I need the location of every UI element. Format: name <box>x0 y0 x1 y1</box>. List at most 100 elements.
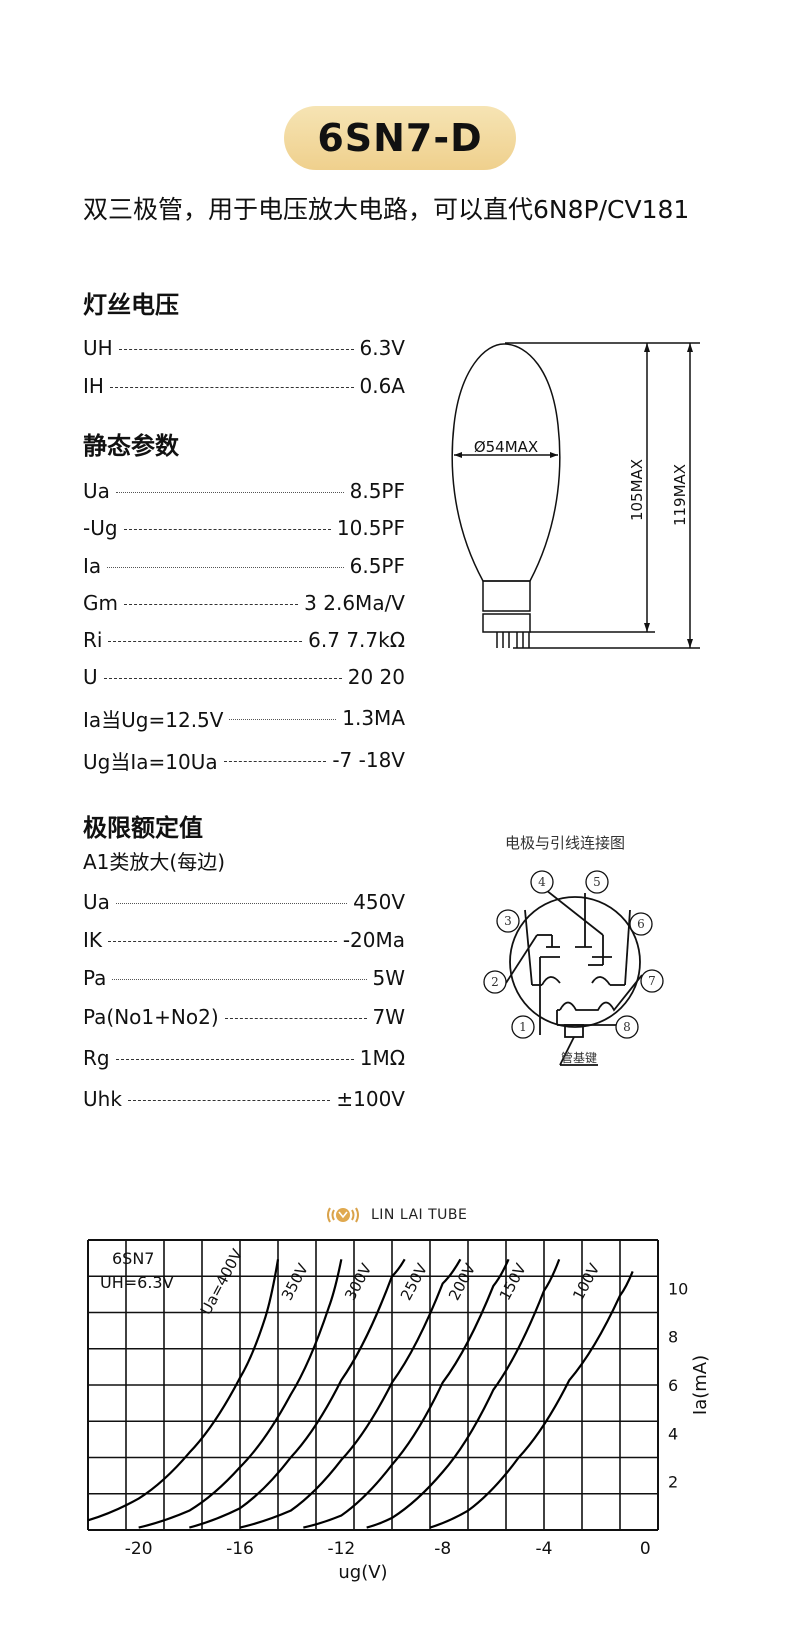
spec-row-ia-at-ug: Ia当Ug=12.5V 1.3MA <box>83 704 405 732</box>
x-tick-label: -20 <box>125 1539 153 1559</box>
pin-label: 4 <box>538 875 546 889</box>
spec-label: Pa(No1+No2) <box>83 1005 219 1029</box>
y-tick-label: 6 <box>668 1376 678 1395</box>
diameter-label: Ø54MAX <box>474 438 538 456</box>
spec-label: Rg <box>83 1046 110 1070</box>
chart-annotation: UH=6.3V <box>100 1273 174 1292</box>
pin-label: 8 <box>623 1020 631 1034</box>
leader-line <box>115 1058 354 1060</box>
leader-line <box>224 1017 367 1019</box>
x-axis-label: ug(V) <box>338 1562 387 1583</box>
section-title-limits: 极限额定值 <box>83 814 203 842</box>
spec-value: 450V <box>353 890 405 914</box>
spec-label: -Ug <box>83 516 118 540</box>
spec-label: Ia当Ug=12.5V <box>83 707 224 732</box>
curve-label: 200V <box>445 1260 479 1303</box>
spec-label: Ri <box>83 628 103 652</box>
brand-name: LIN LAI TUBE <box>371 1207 468 1223</box>
spec-value: 20 20 <box>347 665 405 689</box>
spec-label: IK <box>83 928 103 952</box>
section-title-filament: 灯丝电压 <box>83 291 179 319</box>
model-title-badge: 6SN7-D <box>284 106 516 170</box>
spec-value: 6.3V <box>359 336 406 360</box>
spec-value: 6.7 7.7kΩ <box>308 628 405 652</box>
pin-label: 5 <box>593 875 601 889</box>
spec-value: -20Ma <box>342 928 405 952</box>
y-tick-label: 8 <box>668 1328 678 1347</box>
pin-diagram-caption: 电极与引线连接图 <box>505 834 626 852</box>
curve-label: 350V <box>278 1260 312 1303</box>
spec-row-u: U 20 20 <box>83 663 405 691</box>
curve-300v <box>189 1258 406 1529</box>
curve-label: 150V <box>496 1260 530 1303</box>
spec-value: 0.6A <box>359 374 406 398</box>
leader-line <box>109 386 354 388</box>
spec-label: Pa <box>83 966 107 990</box>
total-height-label: 119MAX <box>671 464 689 526</box>
pin-label: 2 <box>491 975 499 989</box>
spec-row-pa-total: Pa(No1+No2) 7W <box>83 1003 405 1031</box>
leader-line <box>107 566 344 568</box>
spec-row-rg: Rg 1MΩ <box>83 1044 405 1072</box>
spec-value: 10.5PF <box>336 516 405 540</box>
spec-row-ug: -Ug 10.5PF <box>83 514 405 542</box>
leader-line <box>108 940 337 942</box>
spec-value: ±100V <box>336 1087 405 1111</box>
spec-label: UH <box>83 336 113 360</box>
curve-250v <box>239 1258 462 1529</box>
leader-line <box>123 528 331 530</box>
spec-value: 5W <box>372 966 406 990</box>
spec-label: Uhk <box>83 1087 122 1111</box>
spec-label: Ua <box>83 890 110 914</box>
leader-line <box>229 718 337 720</box>
curve-label: 100V <box>569 1260 603 1303</box>
leader-line <box>115 902 348 904</box>
spec-value: -7 -18V <box>332 748 405 772</box>
curve-150v <box>366 1258 561 1529</box>
spec-row-ua-max: Ua 450V <box>83 888 405 916</box>
spec-label: Ia <box>83 554 102 578</box>
y-tick-label: 4 <box>668 1424 678 1443</box>
spec-value: 7W <box>372 1005 406 1029</box>
leader-line <box>123 603 299 605</box>
brand-logo-icon <box>327 1207 359 1223</box>
x-tick-label: -4 <box>536 1539 553 1559</box>
x-tick-label: -12 <box>327 1539 355 1559</box>
spec-row-ua: Ua 8.5PF <box>83 477 405 505</box>
spec-row-ri: Ri 6.7 7.7kΩ <box>83 626 405 654</box>
spec-label: Gm <box>83 591 118 615</box>
spec-label: U <box>83 665 98 689</box>
brand-logo: LIN LAI TUBE <box>325 1205 467 1225</box>
model-title: 6SN7-D <box>317 116 483 160</box>
spec-label: Ua <box>83 479 110 503</box>
curve-350v <box>138 1259 343 1529</box>
pin-label: 7 <box>648 974 656 988</box>
leader-line <box>223 760 327 762</box>
spec-row-ia: Ia 6.5PF <box>83 552 405 580</box>
spec-value: 3 2.6Ma/V <box>304 591 405 615</box>
spec-row-ug-at-ia: Ug当Ia=10Ua -7 -18V <box>83 746 405 774</box>
leader-line <box>115 491 344 493</box>
tube-description: 双三极管，用于电压放大电路，可以直代6N8P/CV181 <box>83 195 690 224</box>
spec-label: IH <box>83 374 104 398</box>
curve-200v <box>303 1258 510 1529</box>
y-tick-label: 10 <box>668 1279 688 1298</box>
x-tick-label: 0 <box>640 1539 651 1559</box>
pin-label: 1 <box>519 1020 527 1034</box>
spec-row-ih: IH 0.6A <box>83 372 405 400</box>
leader-line <box>108 640 303 642</box>
spec-value: 1.3MA <box>342 706 405 730</box>
spec-row-ik: IK -20Ma <box>83 926 405 954</box>
pin-label: 6 <box>637 917 645 931</box>
pin-label: 3 <box>504 914 512 928</box>
chart-annotation: 6SN7 <box>112 1249 154 1268</box>
limits-note: A1类放大(每边) <box>83 850 226 874</box>
pin-connection-diagram: 1 2 3 4 5 6 7 8 管基键 <box>483 870 664 1066</box>
curve-100v <box>429 1271 634 1529</box>
leader-line <box>118 348 354 350</box>
x-tick-label: -8 <box>434 1539 451 1559</box>
spec-label: Ug当Ia=10Ua <box>83 749 218 774</box>
body-height-label: 105MAX <box>628 459 646 521</box>
spec-row-gm: Gm 3 2.6Ma/V <box>83 589 405 617</box>
